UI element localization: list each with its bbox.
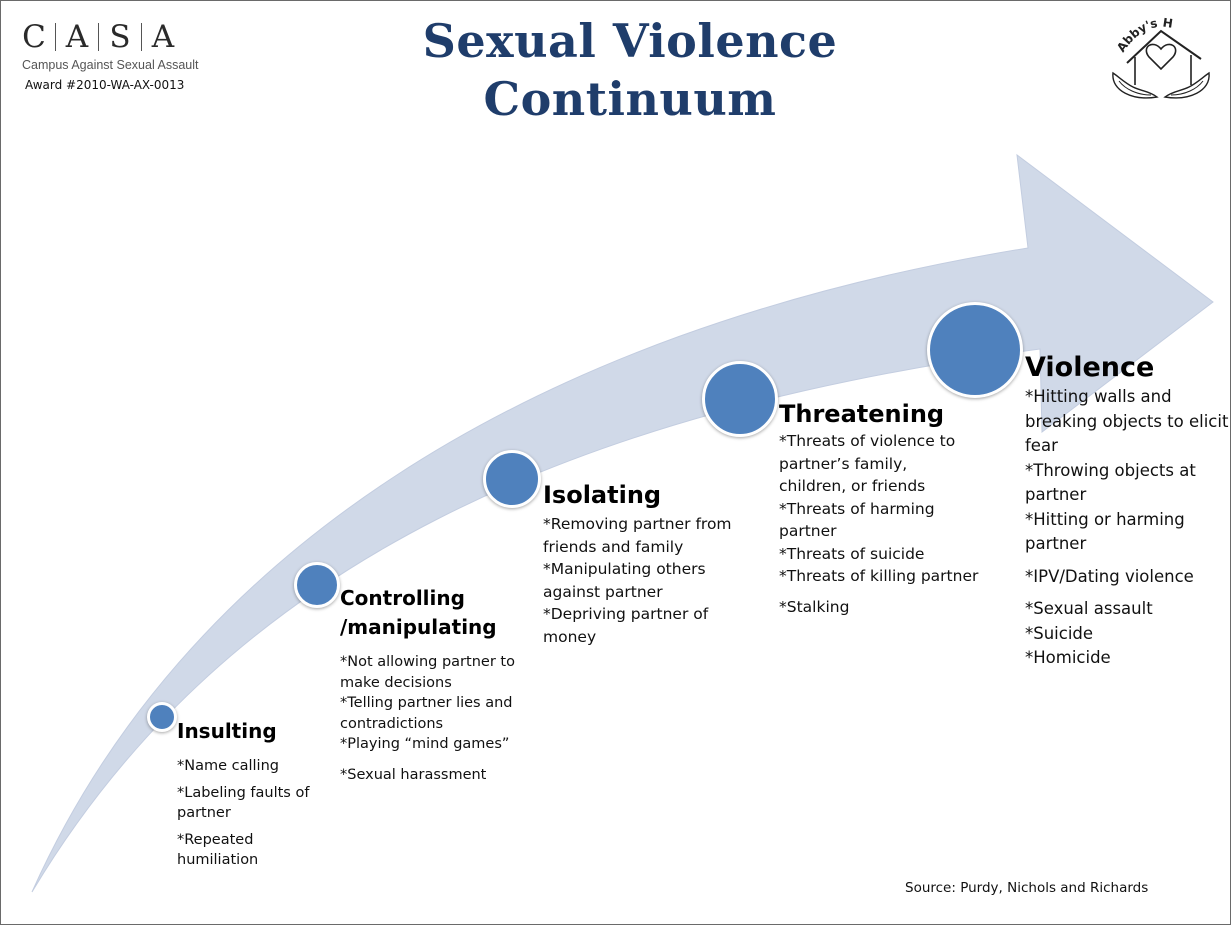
- stage-marker-violence: [927, 302, 1023, 398]
- abbys-house-logo: Abby's House: [1105, 15, 1210, 99]
- source-citation: Source: Purdy, Nichols and Richards: [905, 880, 1149, 896]
- stage-item: *Playing “mind games”: [340, 736, 510, 752]
- stage-item: *Hitting or harming partner: [1025, 509, 1185, 554]
- stage-marker-isolating: [483, 450, 541, 508]
- casa-letters: C A S A: [22, 18, 222, 56]
- stage-item: *Hitting walls and breaking objects to e…: [1025, 387, 1229, 455]
- stage-isolating: Isolating *Removing partner from friends…: [543, 479, 753, 648]
- stage-insulting: Insulting *Name calling *Labeling faults…: [177, 718, 337, 877]
- title-line-1: Sexual Violence: [422, 14, 838, 68]
- casa-letter: A: [65, 19, 89, 55]
- casa-letter: C: [22, 19, 46, 55]
- stage-item: *Not allowing partner to make decisions: [340, 654, 515, 691]
- stage-controlling: Controlling /manipulating *Not allowing …: [340, 584, 530, 785]
- casa-subtitle: Campus Against Sexual Assault: [22, 58, 199, 72]
- stage-heading: Isolating: [543, 481, 662, 509]
- stage-item: *Throwing objects at partner: [1025, 460, 1196, 505]
- casa-letter: A: [151, 19, 175, 55]
- title-line-2: Continuum: [483, 72, 777, 126]
- stage-violence: Violence *Hitting walls and breaking obj…: [1025, 351, 1230, 671]
- stage-heading: Violence: [1025, 352, 1155, 383]
- stage-item: *Removing partner from friends and famil…: [543, 515, 732, 556]
- stage-item: *Manipulating others against partner: [543, 560, 706, 601]
- award-number: Award #2010-WA-AX-0013: [25, 78, 185, 92]
- arrow-shape: [31, 153, 1214, 893]
- stage-item: *Labeling faults of partner: [177, 785, 310, 821]
- stage-item: *Threats of suicide: [779, 544, 925, 563]
- stage-item: *Suicide: [1025, 623, 1094, 643]
- stage-heading: Insulting: [177, 719, 277, 743]
- stage-item: *Repeated humiliation: [177, 832, 259, 868]
- stage-item: *Telling partner lies and contradictions: [340, 695, 513, 732]
- stage-item: *Sexual assault: [1025, 599, 1153, 618]
- stage-marker-controlling: [294, 562, 340, 608]
- svg-text:Abby's House: Abby's House: [1105, 15, 1174, 55]
- stage-item: *Depriving partner of money: [543, 605, 709, 646]
- stage-item: *Stalking: [779, 597, 850, 616]
- casa-letter: S: [109, 19, 131, 55]
- stage-item: *Name calling: [177, 758, 279, 774]
- casa-divider: [141, 23, 142, 51]
- stage-marker-threatening: [702, 361, 778, 437]
- stage-item: *Threats of killing partner: [779, 567, 979, 585]
- casa-logo: C A S A Campus Against Sexual Assault Aw…: [22, 18, 222, 92]
- stage-marker-insulting: [147, 702, 177, 732]
- stage-item: *Sexual harassment: [340, 766, 487, 783]
- casa-divider: [98, 23, 99, 51]
- page-title: Sexual Violence Continuum: [330, 12, 930, 128]
- stage-heading: Threatening: [779, 400, 945, 428]
- stage-heading: Controlling /manipulating: [340, 586, 497, 639]
- stage-item: *IPV/Dating violence: [1025, 566, 1194, 586]
- stage-item: *Homicide: [1025, 648, 1111, 667]
- stage-item: *Threats of harming partner: [779, 499, 935, 541]
- stage-item: *Threats of violence to partner’s family…: [779, 432, 956, 495]
- casa-divider: [55, 23, 56, 51]
- stage-threatening: Threatening *Threats of violence to part…: [779, 398, 979, 618]
